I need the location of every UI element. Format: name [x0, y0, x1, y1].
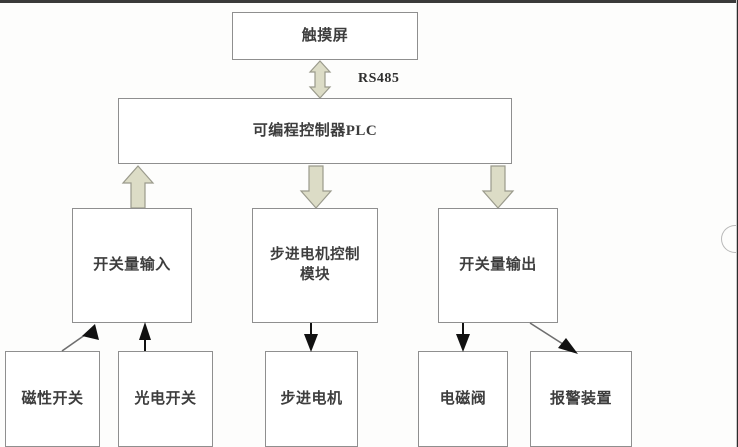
node-solenoid-valve-label: 电磁阀	[439, 390, 487, 407]
label-rs485: RS485	[358, 71, 400, 86]
node-photo-switch-label: 光电开关	[134, 390, 197, 407]
arrow-input-to-plc	[121, 165, 155, 209]
node-stepper-module: 步进电机控制 模块	[252, 208, 378, 323]
node-touch-screen-label: 触摸屏	[301, 27, 349, 44]
node-magnetic-switch: 磁性开关	[5, 351, 100, 447]
node-photo-switch: 光电开关	[118, 351, 213, 447]
page-curl-artifact	[721, 225, 736, 253]
node-stepper-motor: 步进电机	[265, 351, 358, 447]
node-alarm-device: 报警装置	[530, 351, 632, 447]
node-solenoid-valve: 电磁阀	[418, 351, 508, 447]
node-stepper-module-label: 步进电机控制 模块	[270, 246, 360, 285]
node-alarm-device-label: 报警装置	[549, 390, 612, 407]
node-stepper-motor-label: 步进电机	[280, 390, 343, 407]
node-magnetic-switch-label: 磁性开关	[21, 390, 84, 407]
arrow-plc-to-output	[481, 165, 515, 209]
arrow-stepper-module-to-motor	[304, 323, 318, 352]
arrow-magnetic-to-input	[61, 324, 99, 352]
node-digital-output-label: 开关量输出	[459, 257, 537, 274]
arrow-touchscreen-plc	[308, 60, 332, 99]
node-touch-screen: 触摸屏	[232, 12, 418, 60]
node-digital-input: 开关量输入	[72, 208, 192, 323]
arrow-photo-to-input	[139, 322, 151, 351]
arrow-output-to-valve	[456, 323, 470, 352]
arrow-plc-to-stepper-module	[299, 165, 333, 209]
node-plc-label: 可编程控制器PLC	[252, 122, 378, 139]
scan-top-edge	[0, 0, 738, 3]
node-stepper-module-line2: 模块	[300, 266, 330, 283]
node-digital-output: 开关量输出	[438, 208, 558, 323]
node-digital-input-label: 开关量输入	[93, 257, 171, 274]
arrow-output-to-alarm	[529, 322, 578, 354]
node-plc: 可编程控制器PLC	[118, 98, 512, 164]
node-stepper-module-line1: 步进电机控制	[270, 246, 360, 263]
